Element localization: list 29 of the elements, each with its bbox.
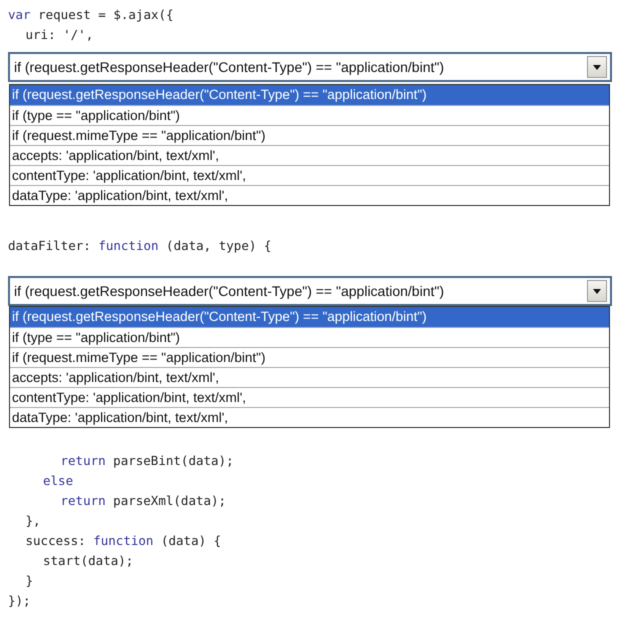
- code-line: var request = $.ajax({: [8, 6, 174, 24]
- code-line: start(data);: [43, 552, 134, 570]
- dropdown-option: dataType: 'application/bint, text/xml',: [10, 185, 609, 205]
- highlighted-option: if (request.getResponseHeader("Content-Type") == "application/bint"): [10, 307, 609, 327]
- dropdown-option: if (type == "application/bint"): [10, 327, 609, 347]
- dropdown-option: if (request.mimeType == "application/bint"): [10, 125, 609, 145]
- dropdown-option: accepts: 'application/bint, text/xml',: [10, 367, 609, 387]
- code-line: dataFilter: function (data, type) {: [8, 237, 272, 255]
- code-line: uri: '/',: [26, 26, 94, 44]
- dropdown-option: contentType: 'application/bint, text/xml',: [10, 165, 609, 185]
- dropdown-option: accepts: 'application/bint, text/xml',: [10, 145, 609, 165]
- selected-option: if (request.getResponseHeader("Content-Type") == "application/bint"): [10, 283, 587, 299]
- code-line: });: [8, 592, 31, 610]
- highlighted-option: if (request.getResponseHeader("Content-Type") == "application/bint"): [10, 85, 609, 105]
- code-line: else: [43, 472, 74, 490]
- dropdown-option: contentType: 'application/bint, text/xml',: [10, 387, 609, 407]
- dropdown-select: [8, 52, 612, 82]
- selected-option: if (request.getResponseHeader("Content-Type") == "application/bint"): [10, 59, 587, 75]
- code-line: },: [26, 512, 41, 530]
- code-line: }: [26, 572, 34, 590]
- code-line: success: function (data) {: [26, 532, 222, 550]
- dropdown-option-list: [9, 306, 610, 428]
- dropdown-option: if (type == "application/bint"): [10, 105, 609, 125]
- dropdown-option-list: [9, 84, 610, 206]
- dropdown-option: dataType: 'application/bint, text/xml',: [10, 407, 609, 427]
- dropdown-select: [8, 276, 612, 306]
- code-line: return parseBint(data);: [60, 452, 234, 470]
- code-line: return parseXml(data);: [60, 492, 226, 510]
- dropdown-option: if (request.mimeType == "application/bint"): [10, 347, 609, 367]
